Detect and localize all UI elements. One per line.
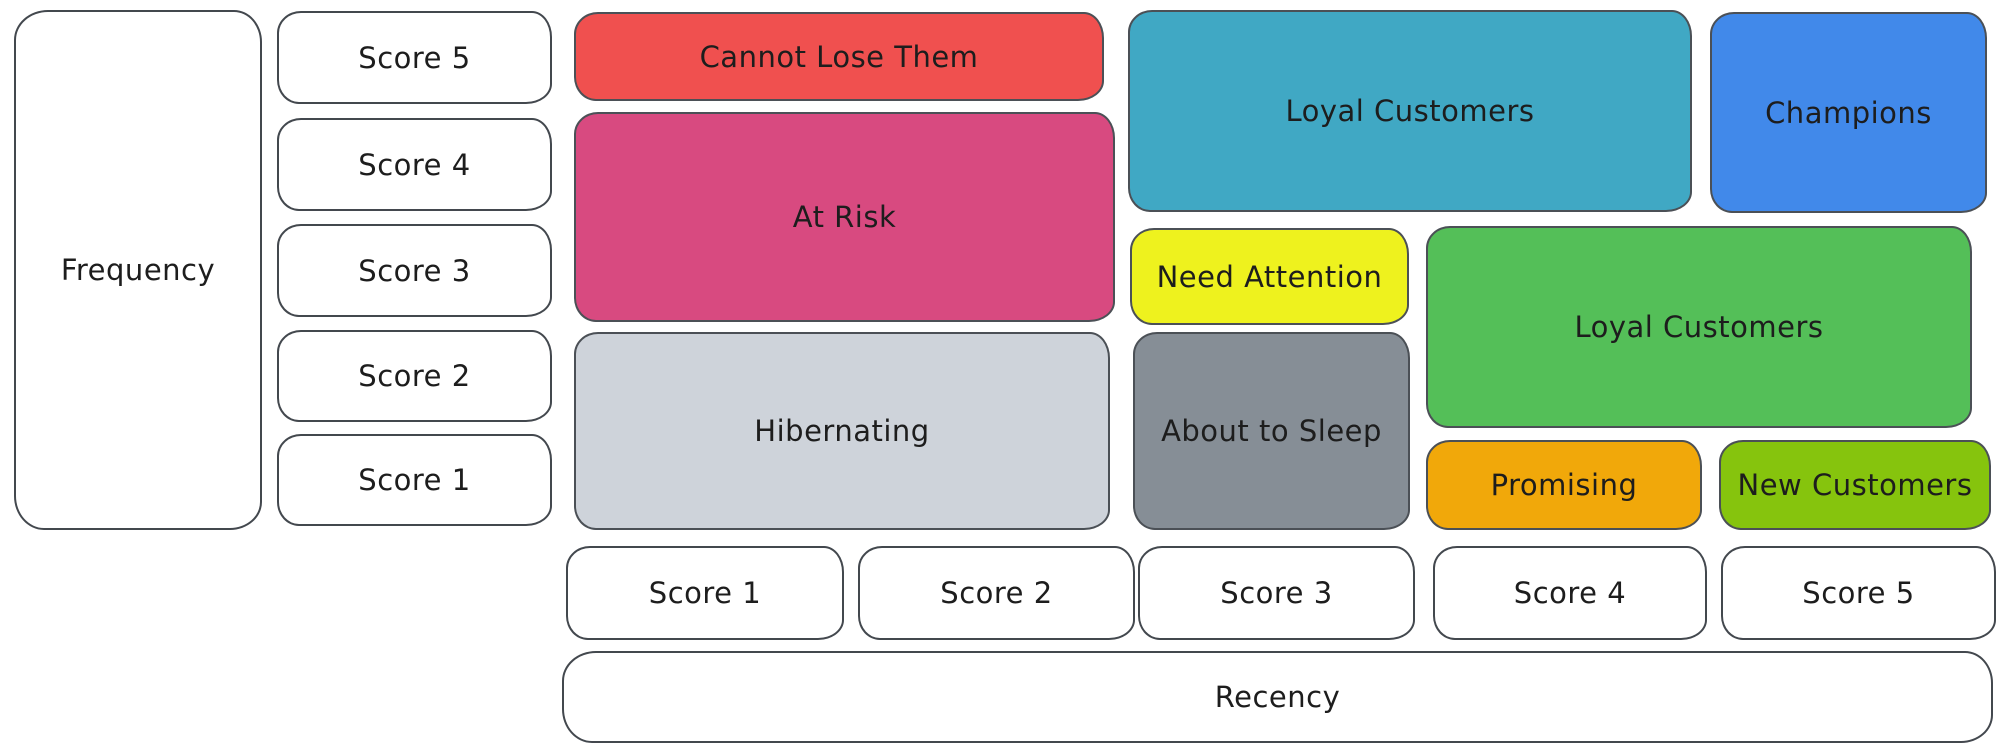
segment-at-risk: At Risk [574,112,1115,322]
recency-axis-label: Recency [562,651,1993,743]
frequency-score-3: Score 3 [277,224,552,317]
frequency-score-4: Score 4 [277,118,552,211]
recency-score-3: Score 3 [1138,546,1415,640]
segment-hibernating: Hibernating [574,332,1110,530]
frequency-score-2: Score 2 [277,330,552,422]
frequency-score-1: Score 1 [277,434,552,526]
frequency-axis-label: Frequency [14,10,262,530]
recency-score-2: Score 2 [858,546,1135,640]
segment-loyal-customers-mid: Loyal Customers [1426,226,1972,428]
frequency-score-5: Score 5 [277,11,552,104]
segment-need-attention: Need Attention [1130,228,1409,325]
recency-score-4: Score 4 [1433,546,1707,640]
segment-cannot-lose-them: Cannot Lose Them [574,12,1104,101]
segment-about-to-sleep: About to Sleep [1133,332,1410,530]
recency-score-1: Score 1 [566,546,844,640]
segment-promising: Promising [1426,440,1702,530]
segment-new-customers: New Customers [1719,440,1991,530]
segment-champions: Champions [1710,12,1987,213]
segment-loyal-customers-top: Loyal Customers [1128,10,1692,212]
recency-score-5: Score 5 [1721,546,1996,640]
